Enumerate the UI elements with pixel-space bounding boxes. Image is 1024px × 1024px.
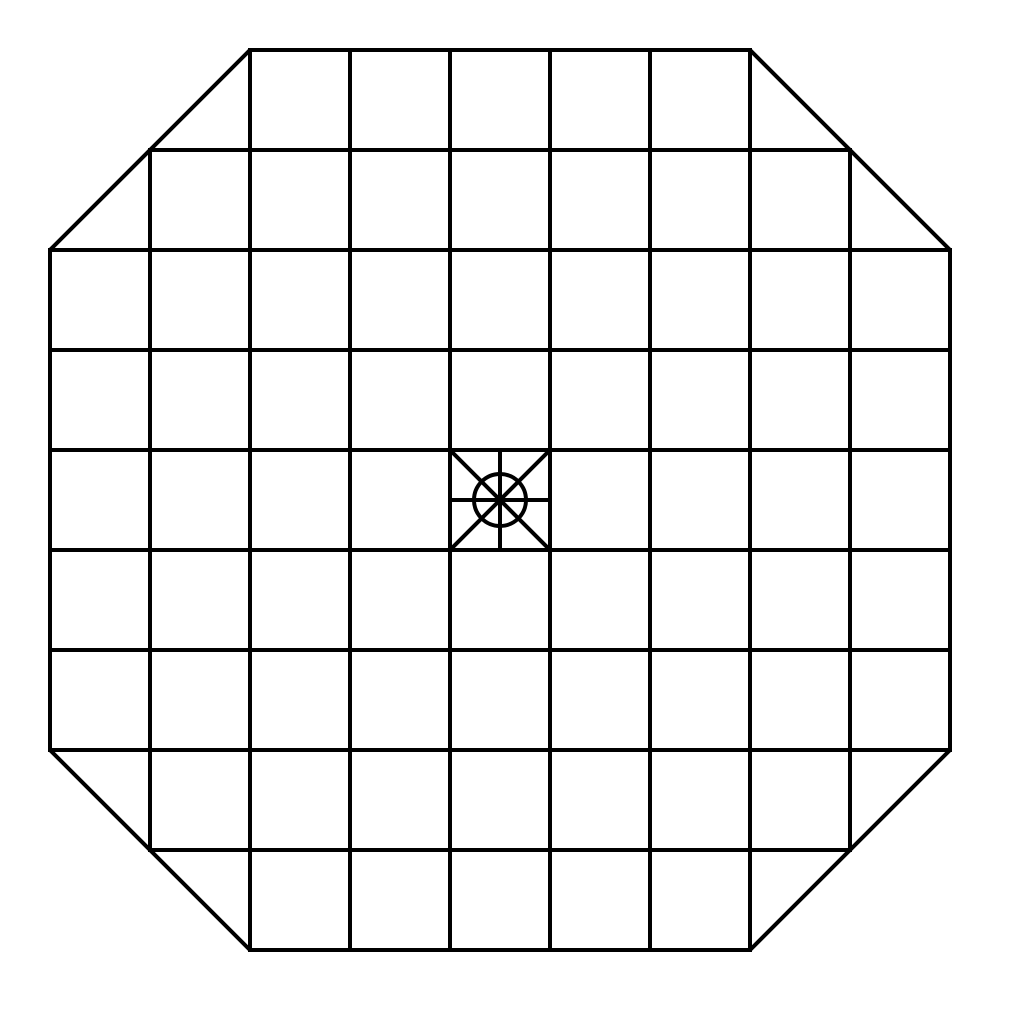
octagon-outline (48, 48, 952, 952)
center-compass-marker (447, 447, 553, 553)
marker-circle (472, 472, 528, 528)
